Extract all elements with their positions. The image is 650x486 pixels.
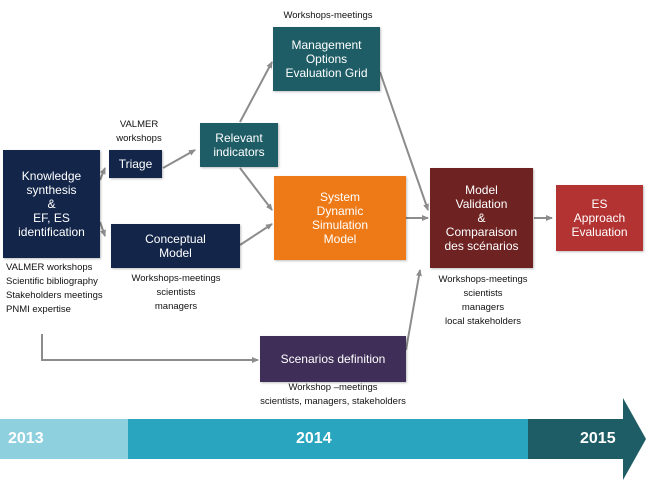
arrow-relevant-system [239, 167, 273, 211]
arrow-scenarios-validation [405, 269, 422, 351]
timeline-year-2014: 2014 [296, 430, 332, 447]
triage-box: Triage [109, 150, 162, 178]
model-validation-box: Model Validation & Comparaison des scéna… [430, 168, 533, 268]
knowledge-synthesis-box: Knowledge synthesis & EF, ES identificat… [3, 150, 100, 258]
knowledge-sources-note: VALMER workshops Scientific bibliography… [6, 262, 103, 315]
arrow-conceptual-system [239, 223, 273, 246]
conceptual-model-box: Conceptual Model [111, 224, 240, 268]
arrow-knowledge-triage [99, 167, 106, 181]
scenarios-participants-note: Workshop –meetings scientists, managers,… [260, 382, 406, 407]
top-workshops-note: Workshops-meetings [283, 10, 373, 21]
arrow-relevant-management [239, 61, 273, 123]
management-options-box: Management Options Evaluation Grid [273, 27, 380, 91]
timeline-year-2015: 2015 [580, 430, 616, 447]
arrow-knowledge-conceptual [99, 221, 106, 237]
timeline-2014-segment [128, 419, 528, 459]
arrow-triage-relevant [162, 149, 196, 169]
timeline-2015-segment [528, 398, 646, 480]
validation-participants-note: Workshops-meetings scientists managers l… [438, 274, 528, 327]
timeline-2013-segment [0, 419, 128, 459]
relevant-indicators-box: Relevant indicators [200, 123, 278, 167]
arrow-management-validation [379, 71, 429, 211]
conceptual-participants-note: Workshops-meetings scientists managers [131, 273, 221, 312]
arrow-knowledge-scenarios [41, 334, 259, 363]
valmer-workshops-note: VALMER workshops [116, 119, 162, 144]
scenarios-definition-box: Scenarios definition [260, 336, 406, 382]
timeline-year-2013: 2013 [8, 430, 44, 447]
system-dynamic-model-box: System Dynamic Simulation Model [274, 176, 406, 260]
es-approach-evaluation-box: ES Approach Evaluation [556, 185, 643, 251]
